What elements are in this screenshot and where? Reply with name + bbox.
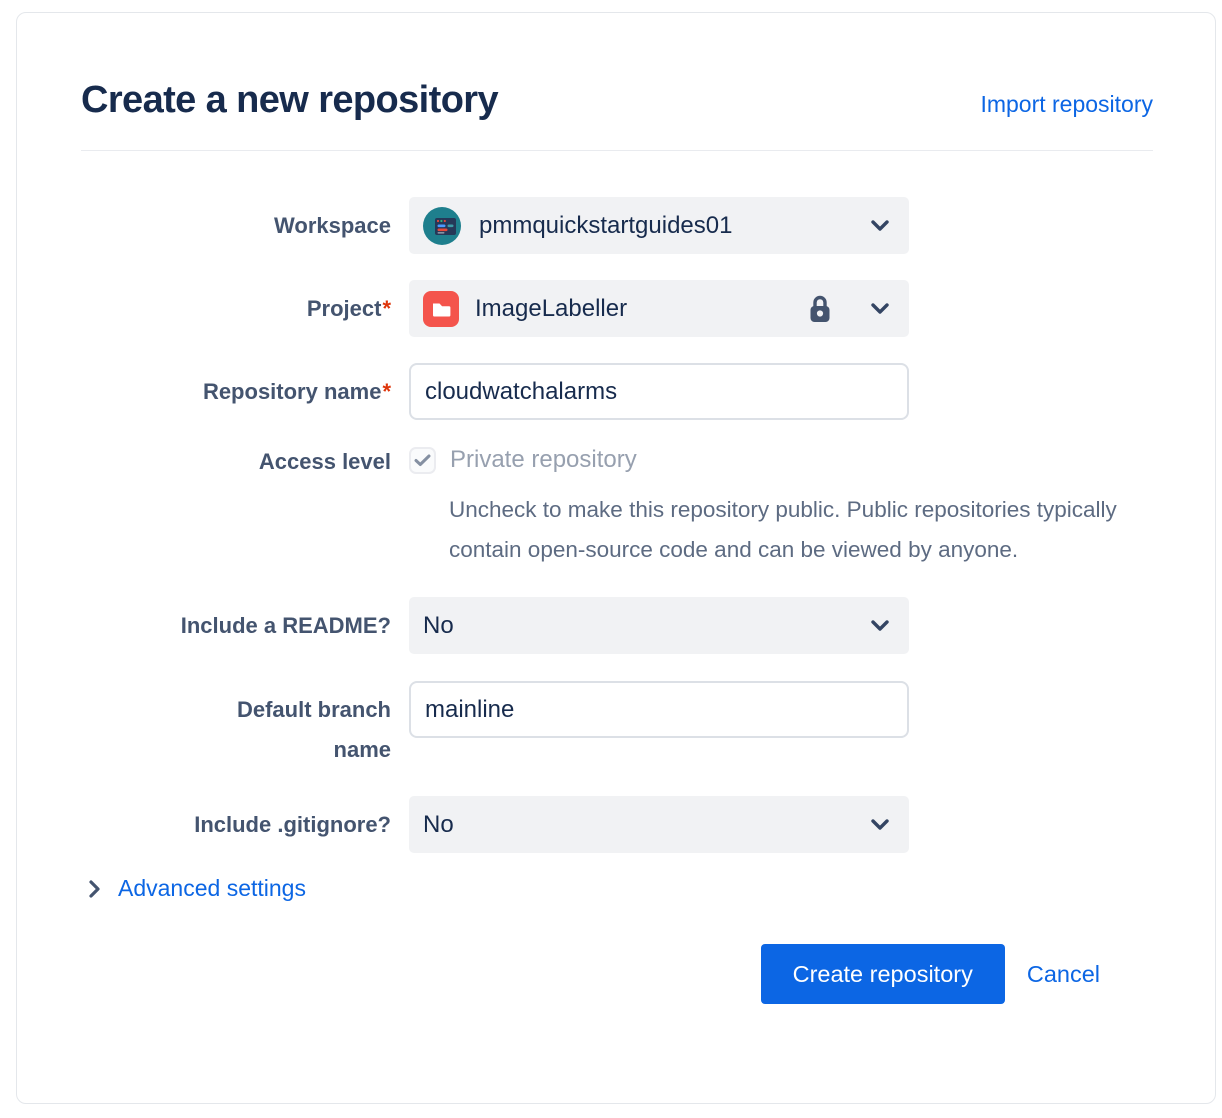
project-label: Project* (306, 295, 391, 321)
dialog-actions: Create repository Cancel (81, 944, 1100, 1004)
chevron-right-icon (89, 879, 100, 898)
default-branch-input[interactable] (409, 681, 909, 738)
readme-value: No (423, 611, 454, 639)
private-repository-checkbox[interactable] (409, 446, 436, 474)
workspace-avatar-icon (423, 206, 461, 245)
project-select[interactable]: ImageLabeller (409, 280, 909, 337)
gitignore-row: Include .gitignore? No (81, 796, 1153, 853)
readme-select[interactable]: No (409, 597, 909, 654)
readme-row: Include a README? No (81, 597, 1153, 654)
lock-icon (807, 294, 833, 324)
dialog-header: Create a new repository Import repositor… (81, 79, 1153, 122)
repository-name-row: Repository name* (81, 363, 1153, 420)
repository-name-input[interactable] (409, 363, 909, 420)
default-branch-label: Default branch name (236, 697, 391, 762)
access-level-label: Access level (258, 449, 391, 474)
chevron-down-icon (871, 303, 889, 314)
readme-label: Include a README? (180, 612, 391, 638)
header-divider (81, 150, 1153, 151)
import-repository-link[interactable]: Import repository (980, 91, 1153, 117)
checkmark-icon (414, 454, 431, 466)
project-row: Project* ImageLabeller (81, 280, 1153, 337)
gitignore-select[interactable]: No (409, 796, 909, 853)
chevron-down-icon (871, 620, 889, 631)
project-value: ImageLabeller (475, 294, 628, 322)
advanced-settings-toggle[interactable]: Advanced settings (89, 875, 1153, 902)
default-branch-row: Default branch name (81, 681, 1153, 770)
required-asterisk: * (382, 378, 391, 404)
chevron-down-icon (871, 220, 889, 231)
access-level-help-text: Uncheck to make this repository public. … (449, 497, 1117, 562)
create-repository-button[interactable]: Create repository (760, 944, 1005, 1004)
workspace-label: Workspace (274, 212, 391, 238)
cancel-button[interactable]: Cancel (1026, 960, 1100, 987)
workspace-select[interactable]: pmmquickstartguides01 (409, 197, 909, 254)
repository-name-label: Repository name* (202, 378, 391, 404)
gitignore-label: Include .gitignore? (194, 811, 391, 837)
access-level-row: Access level Private repository Uncheck … (81, 446, 1153, 570)
create-repository-dialog: Create a new repository Import repositor… (16, 12, 1216, 1104)
gitignore-value: No (423, 810, 454, 838)
required-asterisk: * (382, 295, 391, 321)
page-title: Create a new repository (81, 79, 499, 121)
project-avatar-icon (423, 290, 459, 327)
advanced-settings-label: Advanced settings (118, 875, 306, 901)
workspace-row: Workspace pmmquickstartguide (81, 197, 1153, 254)
chevron-down-icon (871, 819, 889, 830)
workspace-value: pmmquickstartguides01 (479, 211, 733, 239)
private-repository-label: Private repository (450, 446, 637, 473)
